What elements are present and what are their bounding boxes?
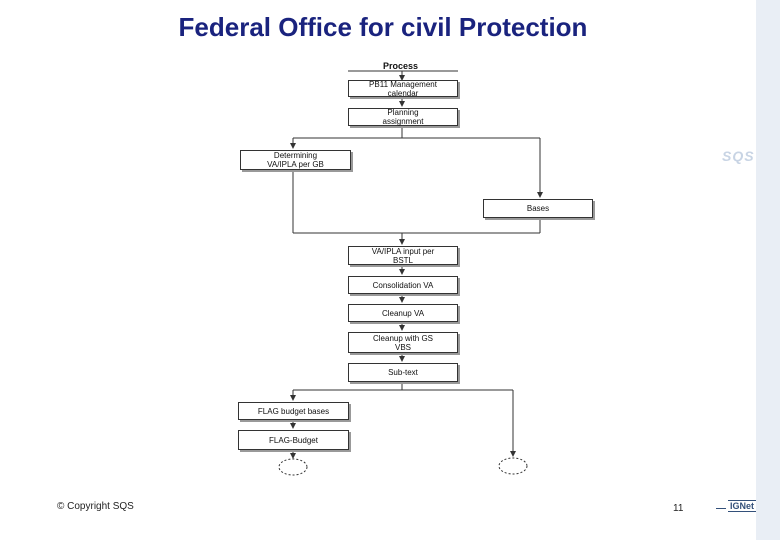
box-planning-assignment: Planning assignment: [348, 108, 458, 126]
box-sub-text: Sub-text: [348, 363, 458, 382]
sqs-logo: SQS: [722, 148, 755, 164]
box-flag-budget: FLAG-Budget: [238, 430, 349, 450]
box-pb11-management-calendar: PB11 Management calendar: [348, 80, 458, 98]
box-bases: Bases: [483, 199, 593, 218]
box-determining-va-ipla: Determining VA/IPLA per GB: [240, 150, 351, 170]
page-title: Federal Office for civil Protection: [178, 12, 588, 42]
end-terminator-left: [278, 458, 308, 476]
box-cleanup-va: Cleanup VA: [348, 304, 458, 322]
right-accent-bar: [756, 0, 780, 540]
page-number: 11: [673, 503, 684, 514]
end-terminator-right: [498, 457, 528, 475]
box-va-ipla-input: VA/IPLA input per BSTL: [348, 246, 458, 265]
box-consolidation-va: Consolidation VA: [348, 276, 458, 294]
ignet-logo: IGNet: [728, 500, 757, 512]
ignet-logo-rule: [716, 508, 726, 509]
copyright-text: © Copyright SQS: [57, 501, 134, 512]
process-header: Process: [383, 61, 419, 71]
box-cleanup-with-gs-vbs: Cleanup with GS VBS: [348, 332, 458, 353]
box-flag-budget-bases: FLAG budget bases: [238, 402, 349, 420]
